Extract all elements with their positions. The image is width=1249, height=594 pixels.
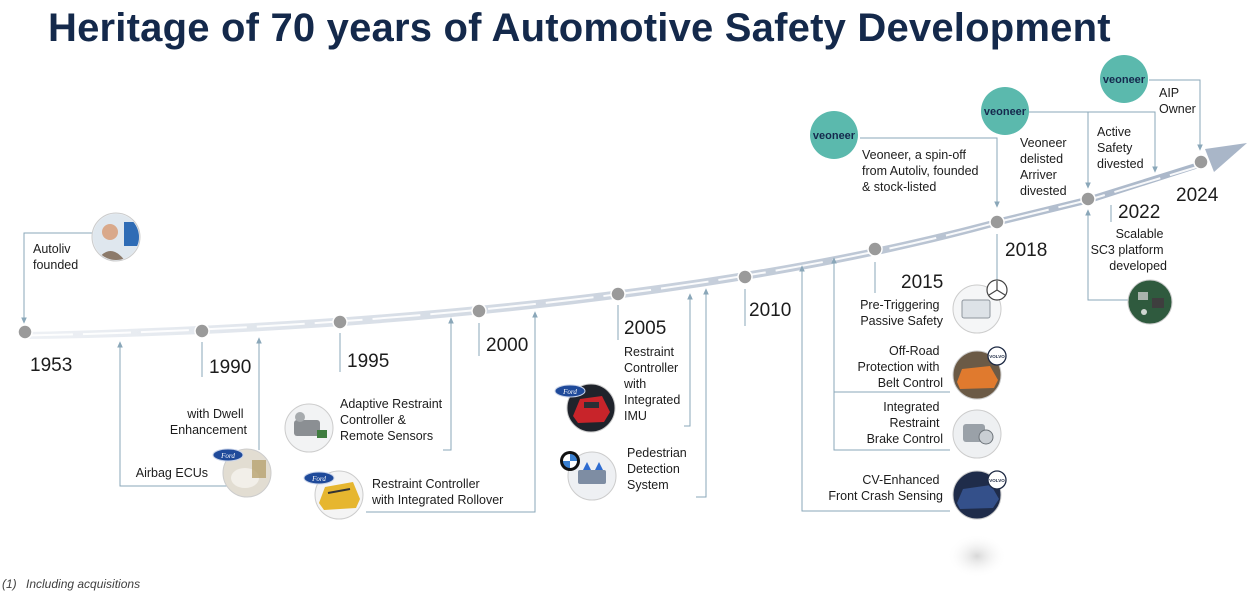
control-unit-icon bbox=[284, 403, 334, 453]
year-label: 1990 bbox=[209, 357, 251, 378]
event-adaptive-restraint: Adaptive Restraint Controller & Remote S… bbox=[340, 397, 446, 443]
svg-text:Ford: Ford bbox=[220, 452, 235, 460]
svg-text:Ford: Ford bbox=[311, 475, 326, 483]
event-airbag-ecus: Airbag ECUs bbox=[136, 466, 208, 480]
veoneer-logo-icon: veoneer bbox=[1100, 55, 1148, 103]
bmw-logo-icon bbox=[560, 451, 580, 471]
year-label: 2022 bbox=[1118, 202, 1160, 223]
svg-text:VOLVO: VOLVO bbox=[989, 478, 1005, 483]
milestone-dots bbox=[17, 154, 1209, 340]
page-title: Heritage of 70 years of Automotive Safet… bbox=[48, 6, 1111, 50]
veoneer-logo-icon: veoneer bbox=[810, 111, 858, 159]
year-label: 2010 bbox=[749, 300, 791, 321]
volvo-logo-icon: VOLVO bbox=[987, 346, 1007, 366]
event-veoneer-spinoff: Veoneer, a spin-off from Autoliv, founde… bbox=[862, 148, 982, 194]
control-unit-icon bbox=[567, 451, 617, 501]
event-aip-owner: AIP Owner bbox=[1159, 86, 1196, 116]
event-off-road: Off-Road Protection with Belt Control bbox=[858, 344, 943, 390]
shadow-decoration bbox=[947, 534, 1007, 578]
svg-text:Ford: Ford bbox=[562, 388, 577, 396]
mercedes-logo-icon bbox=[986, 279, 1008, 301]
ford-logo-icon: Ford bbox=[303, 471, 335, 485]
year-label: 2024 bbox=[1176, 185, 1219, 206]
event-pre-triggering: Pre-Triggering Passive Safety bbox=[860, 298, 944, 328]
control-unit-icon bbox=[952, 409, 1002, 459]
footnote-text: Including acquisitions bbox=[26, 577, 141, 591]
year-label: 2015 bbox=[901, 272, 943, 293]
year-label: 2018 bbox=[1005, 240, 1047, 261]
svg-text:veoneer: veoneer bbox=[813, 130, 856, 142]
year-label: 2005 bbox=[624, 318, 666, 339]
svg-text:veoneer: veoneer bbox=[984, 106, 1027, 118]
footnote-marker: (1) bbox=[2, 577, 17, 591]
event-veoneer-delisted: Veoneer delisted Arriver divested bbox=[1020, 136, 1070, 198]
veoneer-logo-icon: veoneer bbox=[981, 87, 1029, 135]
event-active-safety: Active Safety divested bbox=[1097, 125, 1144, 171]
year-label: 1953 bbox=[30, 355, 72, 376]
event-integrated-imu: Restraint Controller with Integrated IMU bbox=[623, 345, 684, 423]
car-icon bbox=[952, 350, 1002, 400]
year-label: 1995 bbox=[347, 351, 389, 372]
svg-text:veoneer: veoneer bbox=[1103, 74, 1146, 86]
event-autoliv-founded: Autoliv founded bbox=[33, 242, 78, 272]
ford-logo-icon: Ford bbox=[212, 448, 244, 462]
svg-text:VOLVO: VOLVO bbox=[989, 354, 1005, 359]
event-dwell-enhancement: with Dwell Enhancement bbox=[170, 407, 248, 437]
event-rollover: Restraint Controller with Integrated Rol… bbox=[371, 477, 503, 507]
control-unit-icon bbox=[222, 448, 272, 498]
volvo-logo-icon: VOLVO bbox=[987, 470, 1007, 490]
circuit-board-icon bbox=[1127, 279, 1173, 325]
event-brake-control: Integrated Restraint Brake Control bbox=[867, 400, 943, 446]
event-cv-crash-sensing: CV-Enhanced Front Crash Sensing bbox=[828, 473, 943, 503]
event-sc3-platform: Scalable SC3 platform developed bbox=[1091, 227, 1167, 273]
control-unit-icon bbox=[952, 284, 1002, 334]
event-pedestrian-detection: Pedestrian Detection System bbox=[627, 446, 690, 492]
ford-logo-icon: Ford bbox=[554, 384, 586, 398]
person-photo-icon bbox=[91, 212, 141, 262]
year-label: 2000 bbox=[486, 335, 528, 356]
footnote: (1) Including acquisitions bbox=[2, 577, 140, 591]
connectors bbox=[21, 79, 1203, 513]
timeline-dashes bbox=[24, 162, 1211, 337]
arrow-head-icon bbox=[1205, 143, 1247, 172]
